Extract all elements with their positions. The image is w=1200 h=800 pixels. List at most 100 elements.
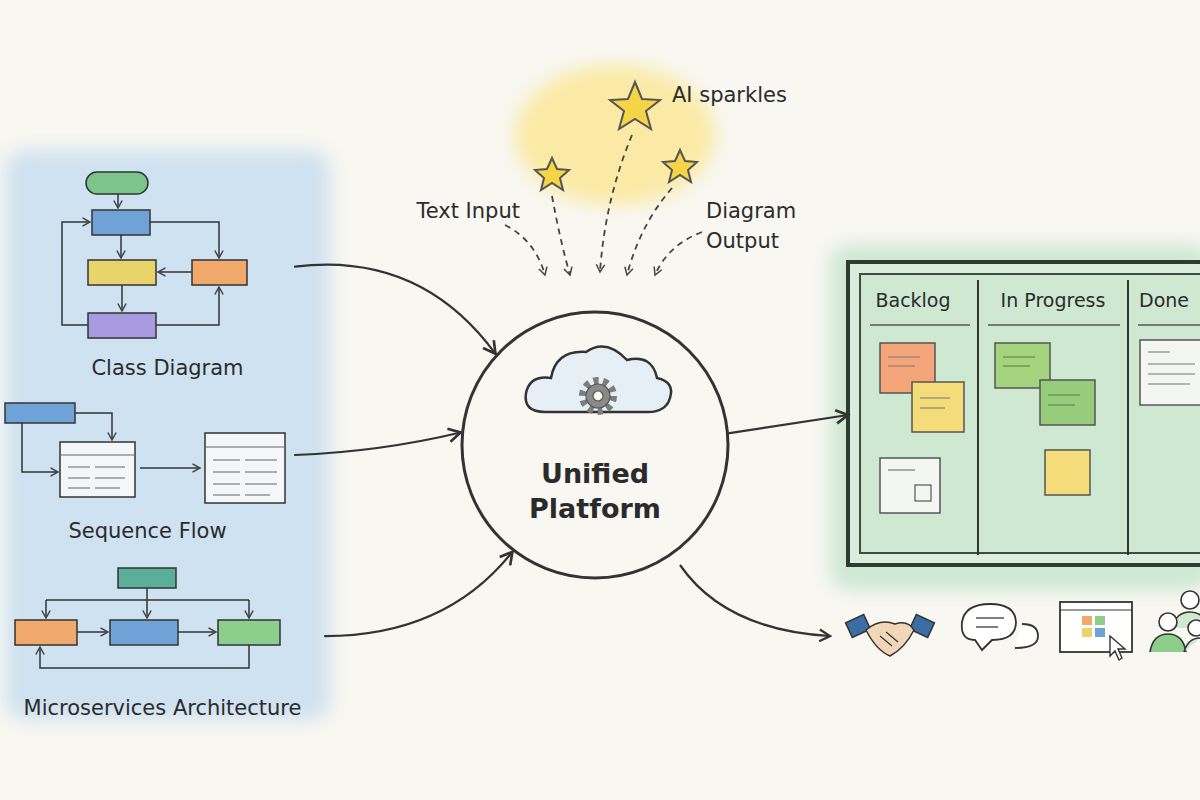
diagram-thumbnail: Class Diagram [40, 160, 295, 382]
flow-arrow [295, 433, 461, 456]
person-head [1181, 591, 1199, 609]
mini-box [118, 568, 176, 588]
mini-table [60, 442, 135, 497]
tile [1082, 628, 1092, 637]
mini-arrow [146, 600, 148, 618]
mini-arrow [120, 235, 122, 258]
annotation-label: Diagram Output [706, 196, 806, 256]
person-body [1184, 638, 1200, 652]
circle-outline [462, 312, 728, 578]
dashed-arrow [627, 188, 672, 275]
flow-arrow [680, 565, 830, 636]
board-inner [860, 274, 1200, 553]
table-lines [60, 455, 135, 488]
mini-arrow [140, 467, 200, 469]
person-head [1188, 620, 1200, 636]
gear-hole [593, 391, 603, 401]
diagram-label: Class Diagram [91, 354, 243, 382]
mini-arrow [45, 600, 47, 618]
tile [1095, 628, 1105, 637]
mini-arrow [158, 271, 192, 273]
card [880, 458, 940, 513]
finger-lines [880, 632, 898, 646]
star [663, 150, 697, 182]
card [1140, 340, 1200, 405]
kanban-column: Backlog [848, 262, 978, 565]
annotation-label: Text Input [385, 196, 520, 226]
sleeve [846, 615, 871, 638]
dashed-arrow [552, 196, 570, 275]
tile [1082, 616, 1092, 625]
mini-box [192, 260, 247, 285]
note-lines [1003, 357, 1080, 405]
column-header: In Progress [1001, 287, 1106, 313]
dashed-arrow [600, 135, 632, 272]
mini-box [5, 403, 75, 423]
mini-box [92, 210, 150, 235]
speech-bubble [962, 604, 1016, 650]
mini-box [15, 620, 77, 645]
person-head [1159, 613, 1177, 631]
mini-arrow [40, 645, 249, 668]
mini-arrow [121, 285, 123, 311]
flow-arrow [295, 265, 496, 354]
mini-arrow [75, 413, 112, 440]
kanban-column: In Progress [978, 262, 1128, 565]
screen-icon [1060, 602, 1132, 652]
column-header: Done [1139, 287, 1189, 313]
handshake-icon [866, 622, 914, 656]
mini-box [110, 620, 178, 645]
dashed-arrow [505, 225, 545, 275]
tile [1095, 616, 1105, 625]
person-body [1150, 634, 1186, 652]
mini-arrow [248, 600, 250, 618]
speech-bubble [1015, 624, 1038, 648]
flow-arrow [730, 415, 849, 433]
diagram-thumbnail: Sequence Flow [0, 395, 295, 545]
green-wash [830, 245, 1200, 590]
diagram-label: Sequence Flow [68, 517, 226, 545]
sticky-note [1045, 450, 1090, 495]
mini-arrow [117, 194, 119, 208]
mini-arrow [150, 222, 219, 258]
mini-arrow [62, 222, 90, 325]
column-divider [978, 280, 1128, 555]
platform-circle: Unified Platform [460, 310, 730, 580]
kanban-column: Done [1128, 262, 1200, 565]
cursor [1110, 636, 1125, 660]
column-header: Backlog [875, 287, 950, 313]
note-lines [1148, 352, 1195, 384]
diagram-label: Microservices Architecture [24, 694, 302, 722]
sticky-note [1040, 380, 1095, 425]
star [610, 82, 660, 129]
annotation-label: AI sparkles [672, 80, 822, 110]
platform-title: Unified Platform [495, 456, 695, 526]
gear-body [586, 384, 610, 408]
board-frame [848, 262, 1200, 565]
mini-arrow [77, 631, 108, 633]
table-lines [205, 447, 285, 495]
mini-arrow [156, 287, 219, 325]
header-underline [870, 324, 1200, 326]
screen-bar [1060, 609, 1132, 610]
mini-arrow [178, 631, 216, 633]
cloud-icon [526, 347, 671, 412]
gear-teeth [583, 381, 613, 411]
mini-table [205, 433, 285, 503]
mini-line [46, 588, 249, 600]
card-box [915, 485, 931, 501]
mini-pill [86, 172, 148, 194]
diagram-thumbnail: Microservices Architecture [0, 560, 325, 722]
mini-box [218, 620, 280, 645]
bubble-lines [976, 618, 1004, 627]
mini-box [88, 313, 156, 338]
sleeve [910, 615, 935, 638]
note-lines [888, 469, 915, 470]
circle-outline-layer [460, 310, 730, 580]
note-lines [888, 357, 950, 408]
mini-box [88, 260, 156, 285]
